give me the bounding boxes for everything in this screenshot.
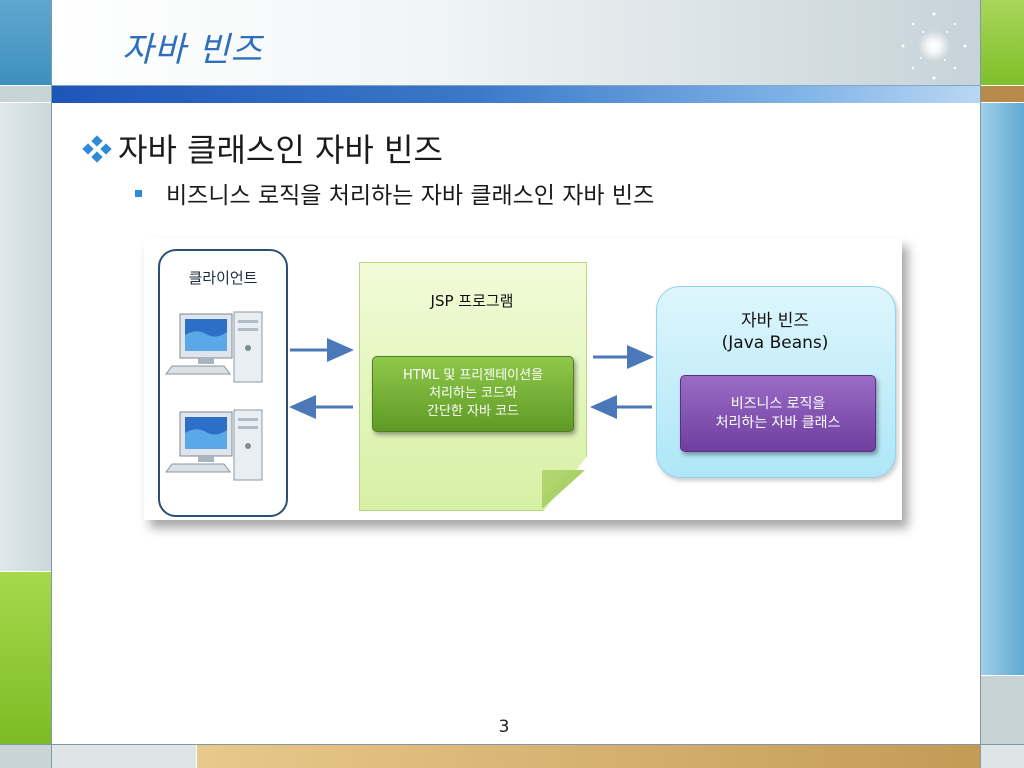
desktop-computer-icon xyxy=(165,311,263,383)
jsp-code-line: HTML 및 프리젠테이션을 xyxy=(402,368,544,383)
frame-divider-right xyxy=(980,0,981,768)
diamond-bullet-icon xyxy=(80,133,114,163)
business-logic-line: 처리하는 자바 클래스 xyxy=(715,414,841,431)
frame-right-column-lower xyxy=(981,676,1024,744)
jsp-program-label: JSP 프로그램 xyxy=(430,292,514,310)
sparkle-icon xyxy=(901,12,967,80)
jsp-code-line: 간단한 자바 코드 xyxy=(427,404,519,419)
frame-bottom-band-right xyxy=(197,745,980,768)
header-band xyxy=(52,0,980,85)
desktop-computer-icon xyxy=(165,409,263,481)
client-label: 클라이언트 xyxy=(188,269,258,287)
frame-strip-left xyxy=(0,86,51,102)
business-logic-line: 비즈니스 로직을 xyxy=(730,395,826,412)
java-beans-title-ko: 자바 빈즈 xyxy=(741,311,809,331)
bullet-level1-text: 자바 클래스인 자바 빈즈 xyxy=(118,131,443,169)
frame-top-right-tile xyxy=(981,0,1024,85)
page-number: 3 xyxy=(498,717,510,737)
frame-bottom-band-left xyxy=(52,745,196,768)
square-bullet-icon xyxy=(135,189,142,197)
java-beans-title: 자바 빈즈 (Java Beans) xyxy=(656,310,894,354)
frame-left-column-lower xyxy=(0,572,51,744)
frame-bottom-right-corner xyxy=(981,745,1024,768)
bullet-level1: 자바 클래스인 자바 빈즈 xyxy=(80,125,443,171)
frame-divider-lines xyxy=(51,0,52,768)
frame-bottom-left-corner xyxy=(0,745,51,768)
bullet-level2-text: 비즈니스 로직을 처리하는 자바 클래스인 자바 빈즈 xyxy=(166,183,655,209)
frame-top-left-tile xyxy=(0,0,51,85)
java-beans-title-en: (Java Beans) xyxy=(721,333,829,353)
bullet-level2: 비즈니스 로직을 처리하는 자바 클래스인 자바 빈즈 xyxy=(135,176,654,210)
frame-strip-right xyxy=(981,86,1024,102)
frame-left-column-upper xyxy=(0,103,51,571)
jsp-code-line: 처리하는 코드와 xyxy=(429,386,517,401)
frame-divider-bottom xyxy=(0,744,1024,745)
title-underline-bar xyxy=(52,85,980,103)
arrows-layer xyxy=(289,338,654,419)
frame-right-column-upper xyxy=(981,103,1024,675)
jsp-code-box: HTML 및 프리젠테이션을 처리하는 코드와 간단한 자바 코드 xyxy=(372,356,574,432)
slide-title: 자바 빈즈 xyxy=(122,30,263,70)
architecture-diagram: 클라이언트 JSP 프로그램 HTML 및 프리젠테이션을 처리하는 코드와 간… xyxy=(144,238,902,520)
business-logic-box: 비즈니스 로직을 처리하는 자바 클래스 xyxy=(680,375,876,452)
